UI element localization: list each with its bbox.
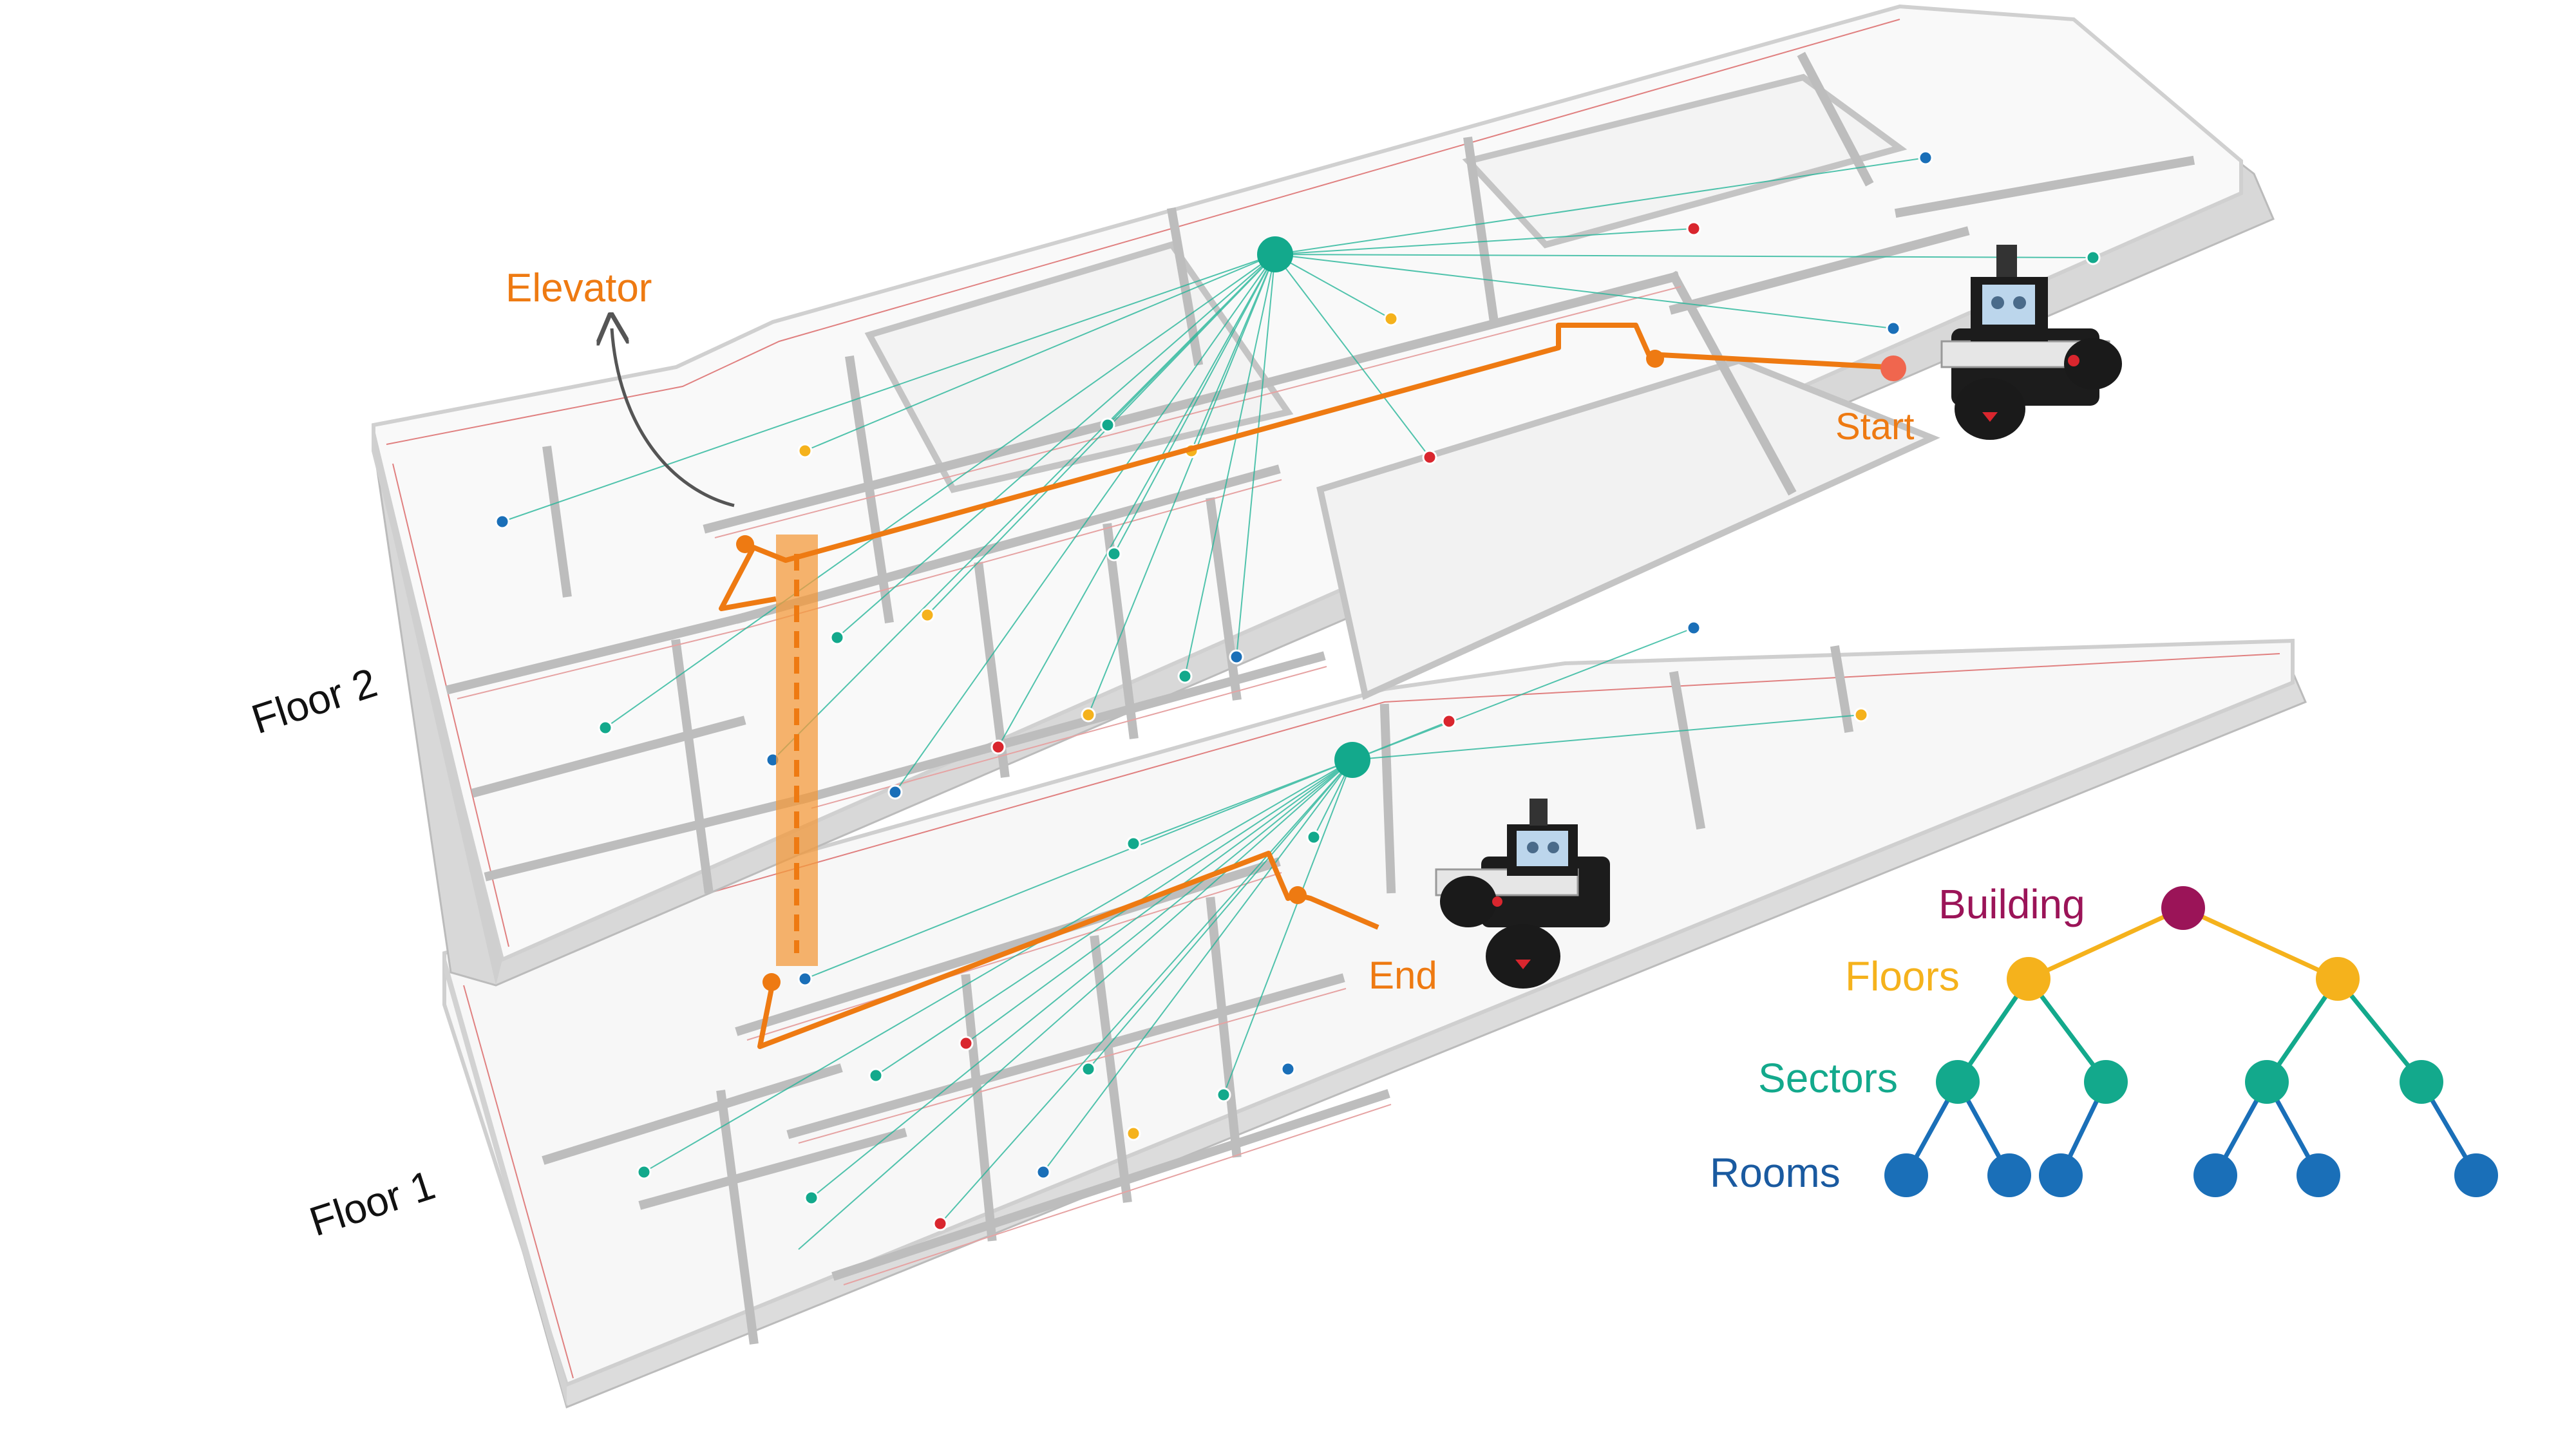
sector-edges-floor-1 (643, 627, 1862, 1250)
sector-edges-floor-2 (502, 157, 2094, 793)
legend-floor-node (2316, 957, 2360, 1001)
start-label: Start (1835, 406, 1915, 448)
room-node (1280, 1061, 1296, 1077)
room-node (1081, 1061, 1096, 1077)
curved-arrow-icon (612, 328, 735, 507)
room-node (1100, 417, 1115, 433)
legend-building-label: Building (1938, 881, 2085, 927)
waypoint (762, 973, 781, 991)
room-node (495, 514, 510, 529)
elevator-label: Elevator (506, 266, 652, 310)
elevator-shaft (776, 535, 818, 966)
room-node (1686, 221, 1701, 236)
room-node (868, 1068, 884, 1083)
room-node (1177, 668, 1193, 684)
legend-sector-node (1936, 1060, 1980, 1104)
waypoint (1289, 886, 1307, 904)
room-node (2085, 250, 2101, 265)
legend-sector-node (2084, 1060, 2128, 1104)
room-node (797, 971, 813, 987)
room-node (1853, 707, 1869, 723)
room-node (933, 1216, 948, 1231)
floor-1-map (442, 638, 2307, 1409)
room-node (1686, 620, 1701, 636)
waypoint (1646, 350, 1664, 368)
room-node (829, 630, 845, 645)
room-node (1441, 714, 1457, 729)
room-node (1081, 707, 1096, 723)
legend-room-node (2454, 1153, 2498, 1197)
floor-2-label: Floor 2 (246, 659, 383, 743)
legend-room-node (1987, 1153, 2031, 1197)
room-node (804, 1190, 819, 1206)
room-node (598, 720, 613, 735)
legend-sectors-label: Sectors (1758, 1055, 1898, 1101)
robot-icon (1940, 245, 2122, 440)
hierarchy-legend: Building Floors Sectors Rooms (1710, 881, 2498, 1197)
legend-floors-label: Floors (1845, 953, 1960, 999)
legend-room-node (2193, 1153, 2237, 1197)
room-node (958, 1036, 974, 1051)
legend-room-node (2039, 1153, 2083, 1197)
room-node (1126, 1126, 1141, 1141)
floor-2-map (372, 4, 2275, 987)
room-node (1106, 546, 1122, 562)
room-node (1886, 321, 1901, 336)
room-node (1383, 311, 1399, 327)
end-label: End (1368, 954, 1437, 997)
robot-icon (1435, 799, 1610, 989)
sector-node-floor-2 (1257, 236, 1293, 272)
start-marker (1880, 355, 1906, 381)
room-node (1918, 150, 1933, 166)
room-node (887, 784, 903, 800)
room-node (920, 607, 935, 623)
room-node (1306, 829, 1321, 845)
room-node (1126, 836, 1141, 851)
legend-floor-node (2007, 957, 2050, 1001)
room-node (636, 1164, 652, 1180)
floor-1-label: Floor 1 (304, 1161, 440, 1245)
legend-room-node (2297, 1153, 2340, 1197)
legend-room-node (1884, 1153, 1928, 1197)
legend-sector-node (2245, 1060, 2289, 1104)
room-node (1229, 649, 1244, 665)
sector-node-floor-1 (1334, 742, 1370, 778)
room-node (1422, 450, 1437, 465)
legend-sector-node (2400, 1060, 2443, 1104)
legend-rooms-label: Rooms (1710, 1150, 1841, 1196)
path-waypoints (736, 350, 1664, 991)
room-nodes-floor-1 (636, 620, 1869, 1231)
room-node (1216, 1087, 1231, 1103)
room-node (990, 739, 1006, 755)
waypoint (736, 535, 754, 553)
room-node (797, 443, 813, 459)
room-node (1036, 1164, 1051, 1180)
legend-building-node (2161, 886, 2205, 930)
